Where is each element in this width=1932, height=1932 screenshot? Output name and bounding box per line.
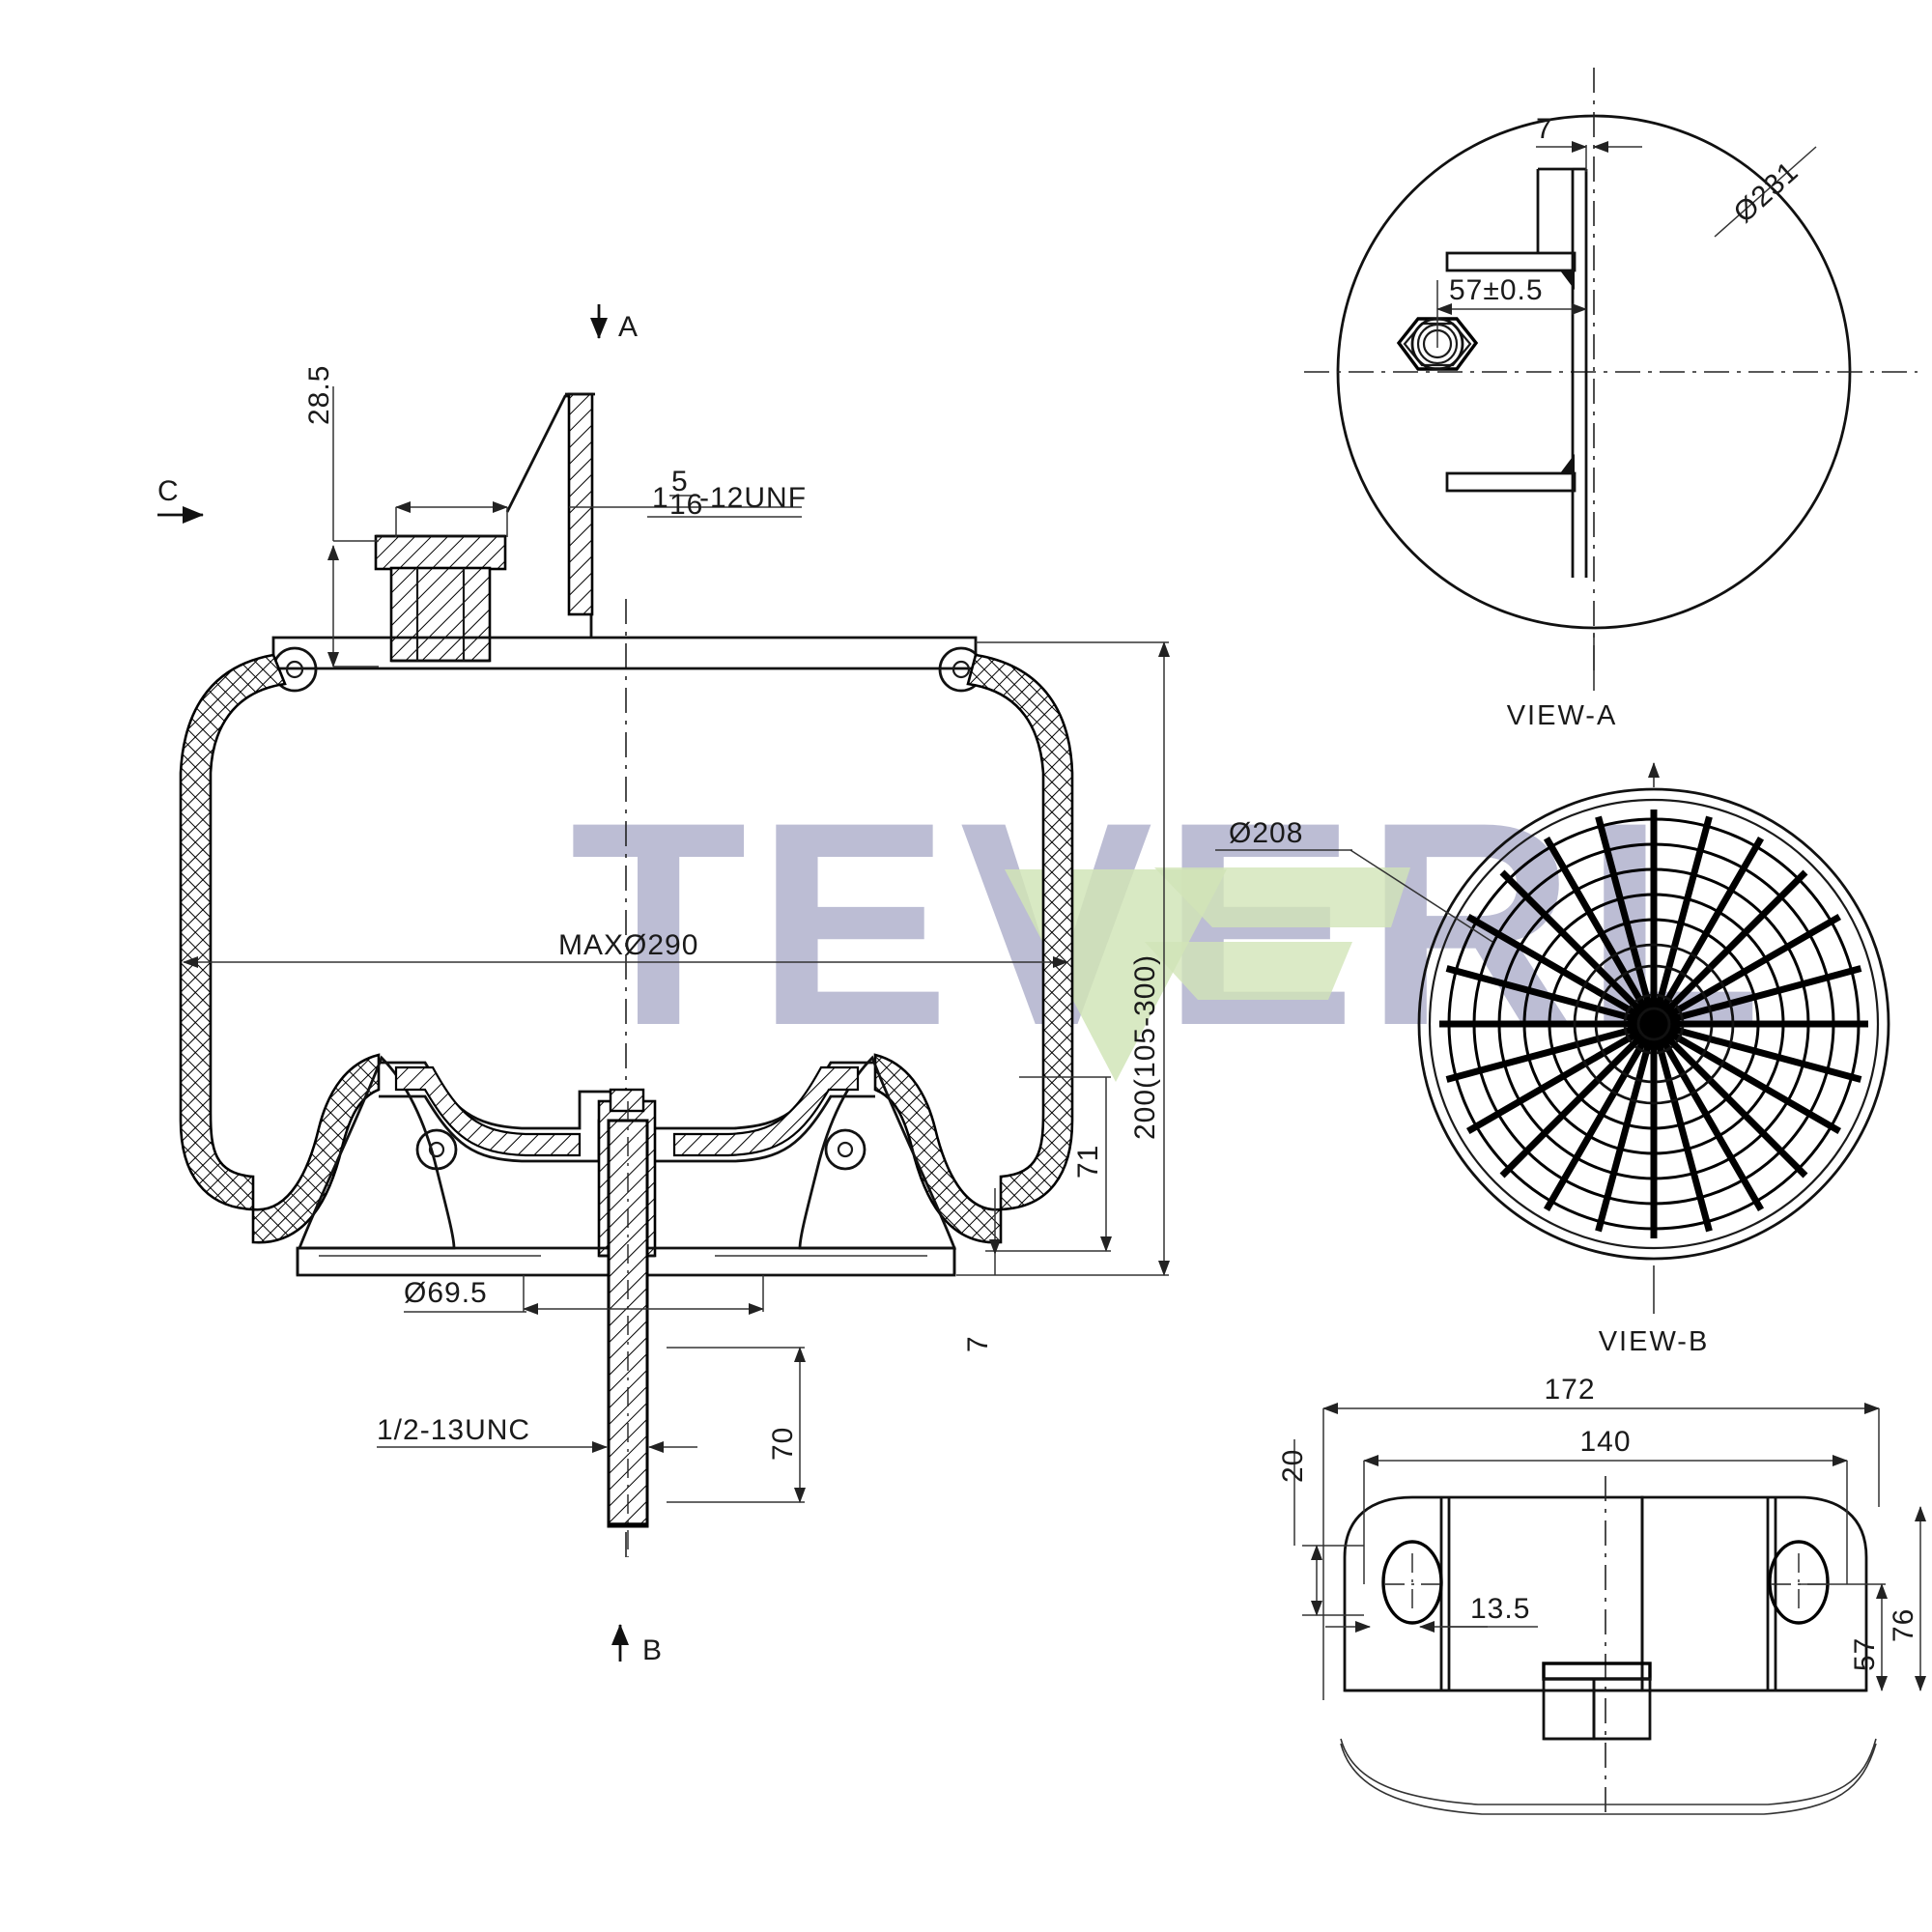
view-a-upper-rib <box>1445 251 1577 272</box>
section-arrow-c: C <box>157 475 204 524</box>
dim-28-5: 28.5 <box>303 365 379 668</box>
view-b-dim-label-208: Ø208 <box>1229 817 1303 849</box>
dim-max-diameter: MAXØ290 <box>183 929 1068 968</box>
thread-denominator: 16 <box>669 489 703 521</box>
right-retainer-bolt <box>824 1128 867 1171</box>
view-b-outer-circle <box>1417 787 1890 1261</box>
bottom-dim-140: 140 <box>1363 1426 1848 1584</box>
dim-label-plate-thickness: 7 <box>962 1335 994 1352</box>
mounting-stud <box>607 1101 649 1557</box>
view-a-lower-rib <box>1445 471 1577 493</box>
bottom-dim-label-140: 140 <box>1579 1426 1631 1458</box>
bottom-dim-label-57: 57 <box>1849 1637 1881 1671</box>
rubber-bellows <box>179 653 1074 1244</box>
dim-label-piston-bore: Ø69.5 <box>404 1277 488 1309</box>
view-b-hub <box>1573 943 1735 1105</box>
bottom-detail-nut <box>1542 1662 1652 1741</box>
dim-overall-height: 200(105-300) <box>956 641 1170 1276</box>
section-arrow-b: B <box>611 1624 663 1666</box>
view-b-inner-rim <box>1428 798 1880 1250</box>
bracket-right-body <box>1640 1495 1868 1692</box>
right-mounting-slot <box>1768 1540 1830 1625</box>
dim-label-piston-height: 71 <box>1072 1145 1104 1179</box>
view-a-dim-label-231: Ø231 <box>1728 156 1805 229</box>
bottom-dim-label-13-5: 13.5 <box>1470 1593 1530 1625</box>
main-cross-section-view: A C B <box>157 304 1170 1666</box>
thread-whole-number: 1 <box>652 482 669 514</box>
dim-thread-unf: 1 5 16 -12UNF <box>395 466 807 537</box>
dim-label-stud-length: 70 <box>767 1427 799 1461</box>
bottom-dim-label-76: 76 <box>1888 1608 1919 1642</box>
section-label-a: A <box>618 311 639 343</box>
bottom-dim-57: 57 <box>1799 1583 1888 1691</box>
bottom-dim-label-20: 20 <box>1277 1449 1309 1483</box>
view-b-label-group: VIEW-B <box>1599 1265 1710 1357</box>
thread-numerator: 5 <box>671 466 689 497</box>
view-a-dim-label-7: 7 <box>1536 113 1553 145</box>
view-a-dim-label-57: 57±0.5 <box>1449 274 1544 306</box>
bracket-flange <box>567 392 594 616</box>
dim-label-28-5: 28.5 <box>303 365 335 425</box>
top-mounting-bracket <box>505 392 595 638</box>
dim-label-overall-height: 200(105-300) <box>1129 954 1161 1140</box>
top-bead-plate <box>271 636 984 693</box>
view-a-dim-7: 7 <box>1536 113 1642 172</box>
thread-callout-unf: 1 5 16 -12UNF <box>652 466 807 521</box>
bottom-dim-76: 76 <box>1888 1506 1926 1691</box>
view-b-dim-208: Ø208 <box>1215 817 1493 943</box>
view-a-label-group: VIEW-A <box>1507 633 1618 731</box>
view-a-dim-57: 57±0.5 <box>1436 274 1587 348</box>
bellows-outline-bottom <box>1340 1738 1877 1805</box>
view-b-concentric-rings <box>1447 817 1861 1231</box>
dim-plate-thickness: 7 <box>962 1188 1001 1352</box>
section-arrow-a: A <box>590 304 639 343</box>
bottom-detail-view: 172 140 20 13.5 76 <box>1277 1374 1926 1816</box>
view-b-group: Ø208 VIEW-B <box>1215 762 1890 1357</box>
bottom-dim-20: 20 <box>1277 1439 1364 1616</box>
bellows-left-wall <box>179 653 287 1211</box>
view-a-group: 7 57±0.5 Ø231 VIEW-A <box>1304 68 1918 731</box>
dim-stud-length: 70 <box>667 1347 806 1503</box>
section-label-c: C <box>157 475 180 507</box>
bottom-dim-13-5: 13.5 <box>1325 1593 1538 1633</box>
bottom-dim-label-172: 172 <box>1544 1374 1595 1406</box>
thread-suffix: -12UNF <box>699 482 807 514</box>
dim-piston-bore: Ø69.5 <box>404 1275 764 1315</box>
dim-label-max-diameter: MAXØ290 <box>558 929 698 961</box>
section-label-b: B <box>642 1634 663 1666</box>
left-mounting-slot <box>1381 1540 1443 1625</box>
view-a-label: VIEW-A <box>1507 700 1618 731</box>
thread-callout-unc: 1/2-13UNC <box>377 1414 697 1453</box>
view-b-label: VIEW-B <box>1599 1326 1710 1357</box>
dim-label-stud-thread: 1/2-13UNC <box>377 1414 530 1446</box>
left-retainer-bolt <box>415 1128 458 1171</box>
bellows-left-lobe <box>251 1053 381 1244</box>
air-port-fitting <box>374 534 507 663</box>
bellows-right-lobe <box>873 1053 1003 1244</box>
bottom-dim-172: 172 <box>1322 1374 1880 1700</box>
dim-piston-height: 71 <box>985 1076 1112 1252</box>
